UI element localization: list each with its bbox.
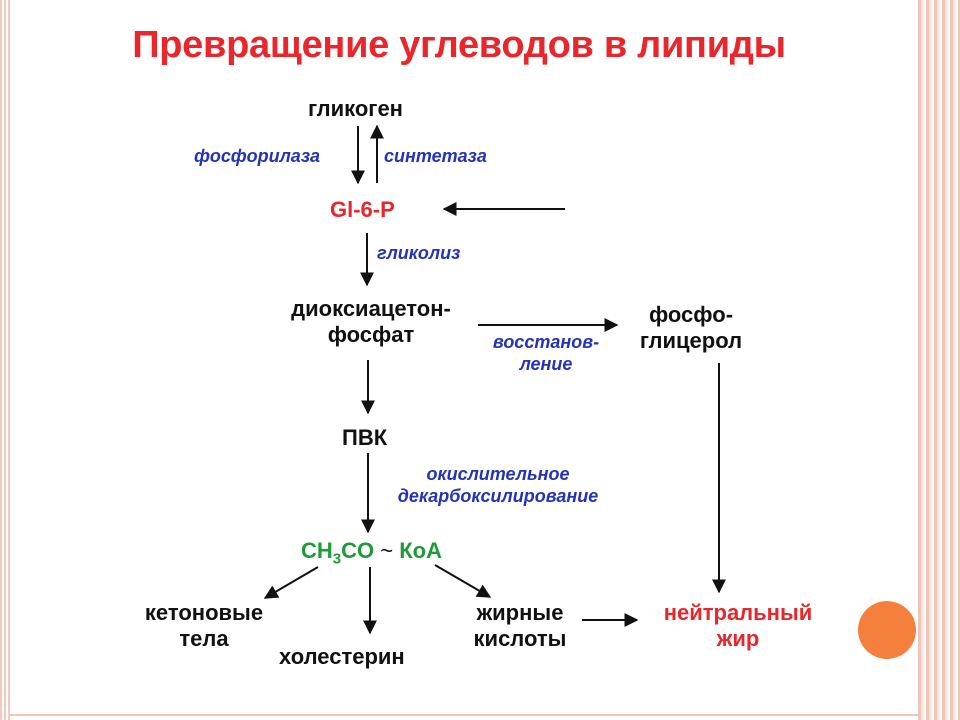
node-dhap-line1: диоксиацетон- bbox=[291, 296, 451, 321]
node-pvk: ПВК bbox=[342, 425, 388, 450]
enzyme-oxidative-decarboxylation: окислительное декарбоксилирование bbox=[370, 463, 626, 507]
enzyme-synthetase: синтетаза bbox=[384, 146, 487, 166]
enzyme-glycolysis: гликолиз bbox=[377, 243, 461, 263]
slide-title: Превращение углеводов в липиды bbox=[132, 24, 786, 66]
slide-frame-left bbox=[0, 0, 10, 720]
node-acetyl-coa: CH3CO ~ КоА bbox=[301, 538, 442, 572]
node-phosphoglycerol-line1: фосфо- bbox=[648, 302, 734, 327]
node-dhap-line2: фосфат bbox=[327, 322, 415, 347]
slide-frame-bottom bbox=[10, 714, 918, 716]
node-neutral-fat: нейтральный жир bbox=[640, 600, 836, 652]
node-fatty-line1: жирные bbox=[476, 600, 564, 625]
node-ketone-line1: кетоновые bbox=[144, 600, 264, 625]
acetyl-ch: CH bbox=[301, 538, 333, 563]
acetyl-koa: КоА bbox=[399, 538, 442, 563]
node-phosphoglycerol: фосфо- глицерол bbox=[624, 302, 758, 354]
node-neutral-line2: жир bbox=[716, 626, 760, 651]
enzyme-reduction-line1: восстанов- bbox=[492, 332, 600, 352]
node-g6p: Gl-6-P bbox=[330, 197, 395, 222]
enzyme-oxidative-line1: окислительное bbox=[426, 464, 570, 484]
node-phosphoglycerol-line2: глицерол bbox=[639, 328, 743, 353]
enzyme-reduction-line2: ление bbox=[519, 354, 573, 374]
node-fatty-line2: кислоты bbox=[473, 626, 567, 651]
acetyl-subscript: 3 bbox=[332, 550, 342, 568]
arrow-acetylcoa-to-fatty bbox=[434, 564, 492, 598]
node-neutral-line1: нейтральный bbox=[663, 600, 813, 625]
node-glycogen: гликоген bbox=[308, 96, 403, 121]
acetyl-co: CO bbox=[341, 538, 375, 563]
slide-frame-right bbox=[918, 0, 960, 720]
acetyl-tilde: ~ bbox=[380, 538, 394, 563]
decorative-circle bbox=[858, 601, 916, 659]
node-cholesterol: холестерин bbox=[279, 644, 405, 669]
node-ketone-line2: тела bbox=[179, 626, 229, 651]
node-dhap: диоксиацетон- фосфат bbox=[264, 296, 478, 348]
enzyme-phosphorylase: фосфорилаза bbox=[194, 146, 321, 166]
node-fatty-acids: жирные кислоты bbox=[452, 600, 588, 652]
enzyme-oxidative-line2: декарбоксилирование bbox=[397, 486, 599, 506]
arrow-acetylcoa-to-ketone bbox=[263, 566, 319, 599]
enzyme-reduction: восстанов- ление bbox=[478, 331, 614, 375]
node-ketone-bodies: кетоновые тела bbox=[124, 600, 284, 652]
